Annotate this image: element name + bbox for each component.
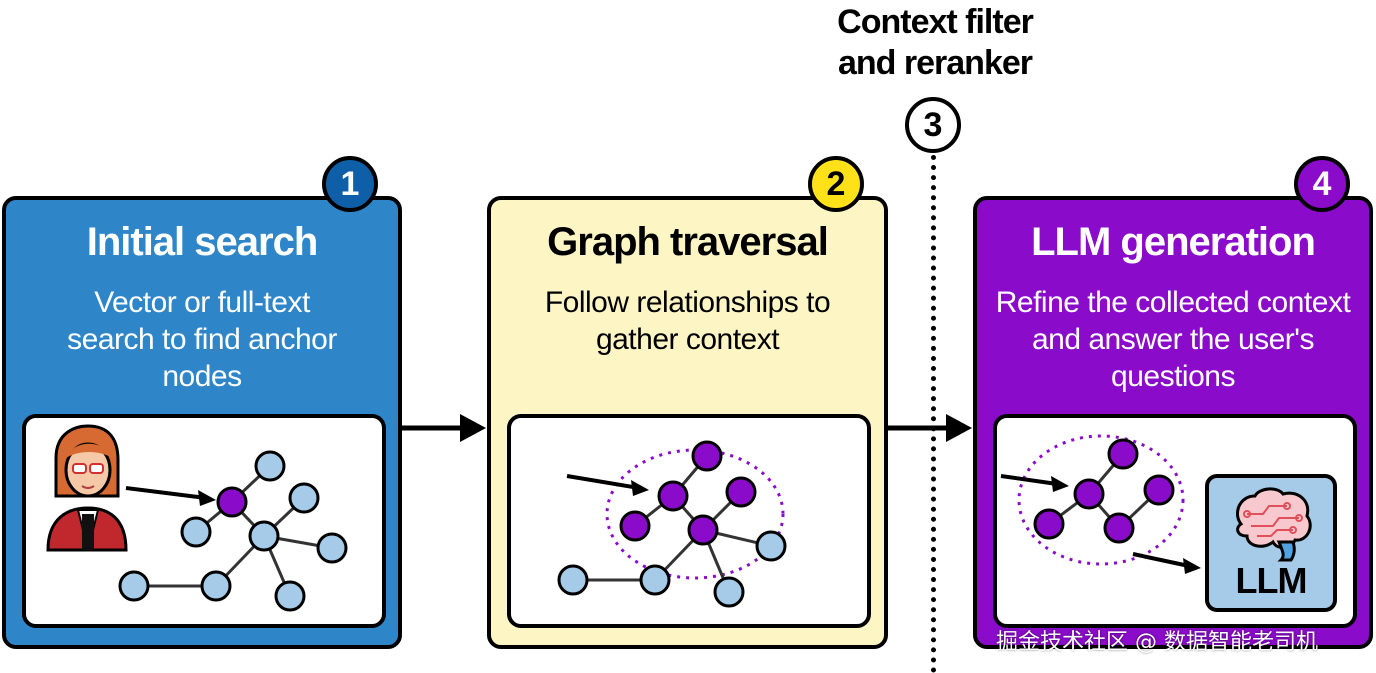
arrow-right-icon	[402, 414, 486, 442]
step-2-card: Graph traversal Follow relationships to …	[487, 196, 888, 649]
watermark-text: 掘金技术社区 @ 数据智能老司机	[996, 630, 1318, 655]
step-1-description-line: nodes	[162, 360, 242, 393]
llm-label: LLM	[1235, 560, 1308, 601]
step-1-badge: 1	[322, 156, 378, 212]
step-4-description-line: questions	[1111, 360, 1235, 393]
arrow-right-icon	[888, 414, 972, 442]
step-2-description: Follow relationships to gather context	[501, 284, 874, 358]
context-filter-label: Context filter and reranker	[800, 2, 1070, 84]
step-4-description: Refine the collected context and answer …	[987, 284, 1359, 395]
step-2-illustration	[507, 414, 871, 628]
step-1-card: Initial search Vector or full-text searc…	[2, 196, 402, 649]
step-2-description-line: Follow relationships to	[544, 286, 831, 319]
step-4-badge: 4	[1294, 156, 1350, 212]
brain-icon	[1236, 487, 1312, 562]
step-1-description-line: search to find anchor	[67, 323, 337, 356]
step-1-illustration	[22, 414, 386, 628]
step-4-illustration: LLM	[993, 414, 1357, 628]
step-2-description-line: gather context	[595, 323, 780, 356]
step-4-card: LLM generation Refine the collected cont…	[973, 196, 1373, 649]
user-avatar-icon	[46, 424, 128, 552]
context-filter-label-line1: Context filter	[837, 3, 1034, 41]
step-1-description: Vector or full-text search to find ancho…	[16, 284, 388, 395]
step-3-badge: 3	[905, 97, 961, 153]
graph-network-icon	[46, 424, 348, 612]
step-4-description-line: Refine the collected context	[995, 286, 1351, 319]
step-4-title: LLM generation	[1031, 220, 1316, 264]
context-filter-label-line2: and reranker	[838, 44, 1033, 82]
step-2-title: Graph traversal	[547, 220, 829, 264]
step-1-description-line: Vector or full-text	[94, 286, 310, 319]
filter-divider-line	[931, 155, 936, 673]
graph-network-icon	[557, 440, 787, 608]
llm-box: LLM	[1205, 474, 1337, 612]
step-2-badge: 2	[808, 156, 864, 212]
step-1-title: Initial search	[86, 220, 319, 264]
graph-network-icon	[1000, 434, 1201, 574]
step-4-description-line: and answer the user's	[1031, 323, 1315, 356]
